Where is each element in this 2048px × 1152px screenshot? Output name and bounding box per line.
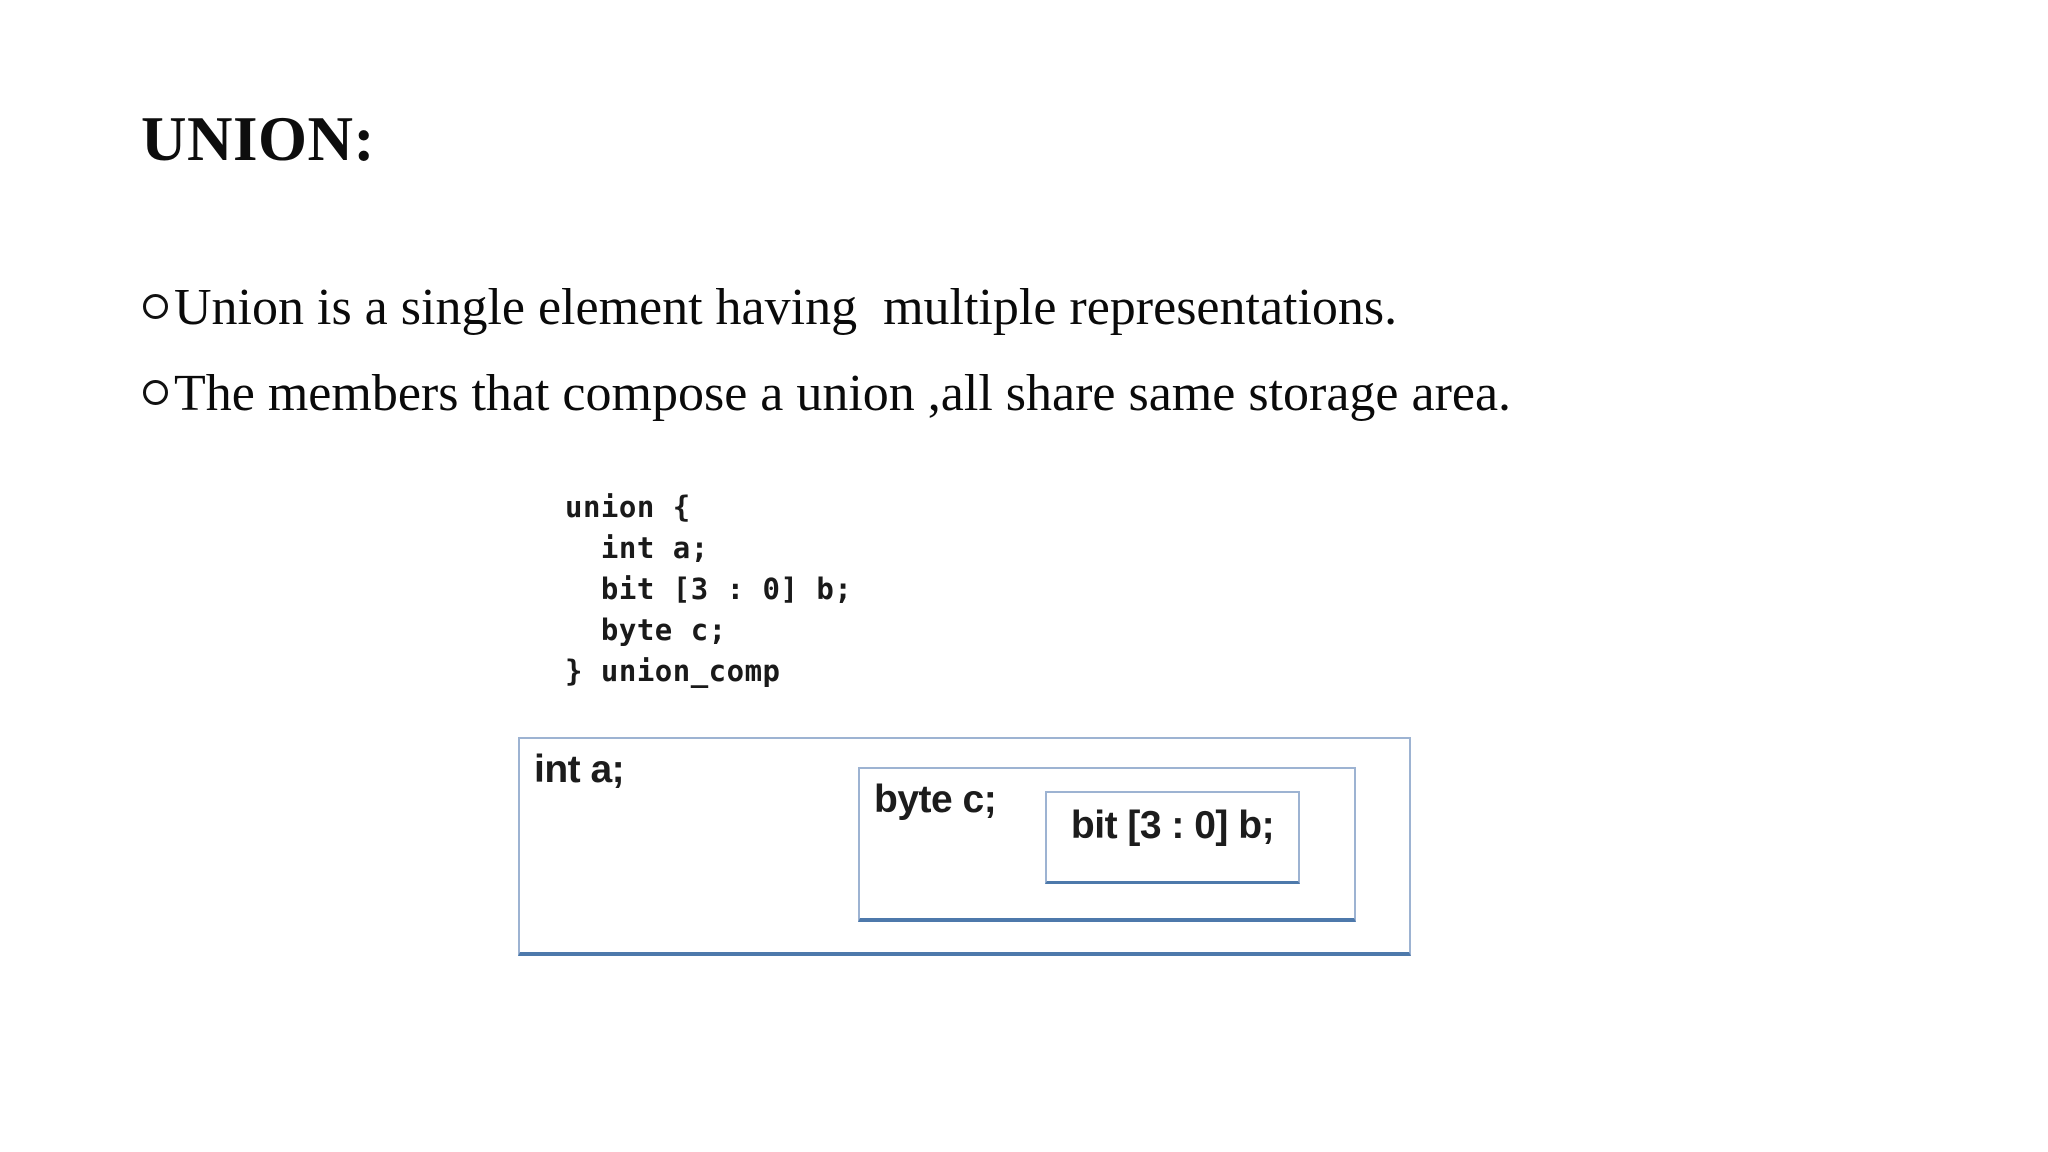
bullet-list: Union is a single element having multipl… xyxy=(143,278,1843,450)
page-title: UNION: xyxy=(141,104,375,174)
diagram-middle-box-byte-c: byte c; bit [3 : 0] b; xyxy=(858,767,1356,922)
outer-box-label: int a; xyxy=(534,748,625,791)
hollow-circle-bullet-icon xyxy=(143,380,168,405)
list-item: Union is a single element having multipl… xyxy=(143,278,1843,364)
diagram-inner-box-bit-b: bit [3 : 0] b; xyxy=(1045,791,1300,884)
code-block: union { int a; bit [3 : 0] b; byte c; } … xyxy=(565,490,853,688)
inner-box-label: bit [3 : 0] b; xyxy=(1070,804,1275,847)
list-item: The members that compose a union ,all sh… xyxy=(143,364,1843,450)
middle-box-label: byte c; xyxy=(874,778,997,821)
bullet-text: Union is a single element having multipl… xyxy=(174,279,1398,336)
bullet-text: The members that compose a union ,all sh… xyxy=(174,365,1512,422)
diagram-outer-box-int-a: int a; byte c; bit [3 : 0] b; xyxy=(518,737,1411,956)
hollow-circle-bullet-icon xyxy=(143,294,168,319)
